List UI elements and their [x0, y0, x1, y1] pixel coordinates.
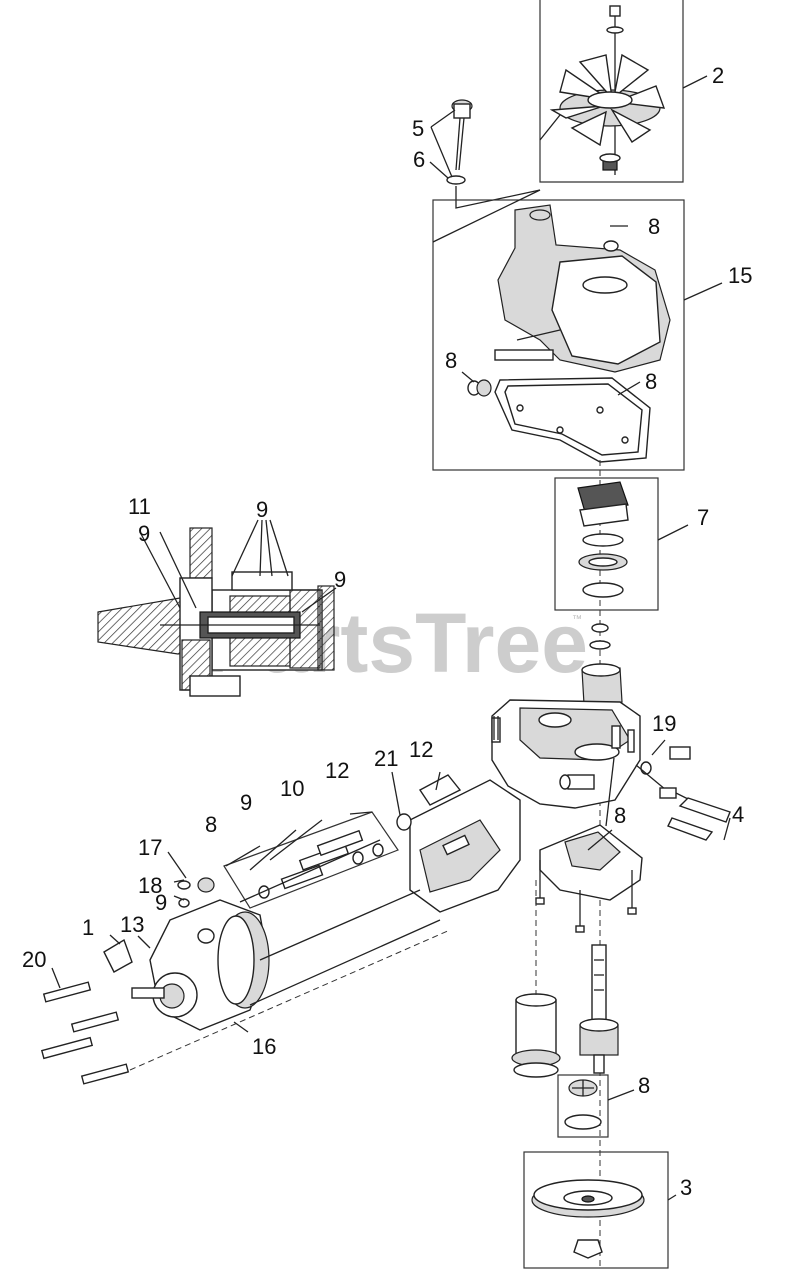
callout-3: 3 [680, 1175, 692, 1200]
callout-13: 13 [120, 912, 144, 937]
callout-11: 11 [128, 494, 151, 519]
callout-9-left: 9 [138, 521, 150, 546]
callout-20: 20 [22, 947, 46, 972]
callout-16: 16 [252, 1034, 276, 1059]
upper-housing [432, 189, 723, 471]
callout-2: 2 [712, 63, 724, 88]
pulley [523, 1151, 677, 1269]
lower-fan-retainer [557, 1074, 635, 1138]
callout-9-right: 9 [334, 567, 346, 592]
callout-12-left: 12 [325, 758, 349, 783]
coupler [581, 623, 623, 705]
dipstick [429, 99, 541, 209]
callout-8-seal-left: 8 [445, 348, 457, 373]
oil-filter [511, 880, 561, 1078]
callout-9-top: 9 [256, 497, 268, 522]
center-section [491, 699, 731, 933]
main-housing [391, 771, 521, 913]
bolts [40, 929, 451, 1085]
watermark-trademark: ™ [572, 614, 582, 625]
callout-17: 17 [138, 835, 162, 860]
check-valves [223, 811, 399, 909]
callout-5: 5 [412, 116, 424, 141]
callout-4: 4 [732, 802, 744, 827]
callout-1: 1 [82, 915, 94, 940]
callout-9-motor: 9 [155, 890, 167, 915]
fan-assembly [539, 0, 708, 183]
callout-8-lower: 8 [638, 1073, 650, 1098]
callout-8-seal-top: 8 [648, 214, 660, 239]
callout-8-valves: 8 [205, 812, 217, 837]
callout-18: 18 [138, 873, 162, 898]
callout-19: 19 [652, 711, 676, 736]
callout-10: 10 [280, 776, 304, 801]
input-shaft [579, 944, 619, 1074]
callout-9-valves: 9 [240, 790, 252, 815]
callout-15: 15 [728, 263, 752, 288]
callout-8-center: 8 [614, 803, 626, 828]
motor-pump [103, 839, 441, 1033]
callout-labels: 2 5 6 8 15 8 8 11 9 9 9 7 19 12 12 21 10… [22, 63, 752, 1200]
callout-6: 6 [413, 147, 425, 172]
callout-7: 7 [697, 505, 709, 530]
callout-8-gasket: 8 [645, 369, 657, 394]
callout-21: 21 [374, 746, 398, 771]
callout-12-right: 12 [409, 737, 433, 762]
bearing-assembly [554, 477, 689, 611]
cutaway-section [97, 519, 337, 697]
